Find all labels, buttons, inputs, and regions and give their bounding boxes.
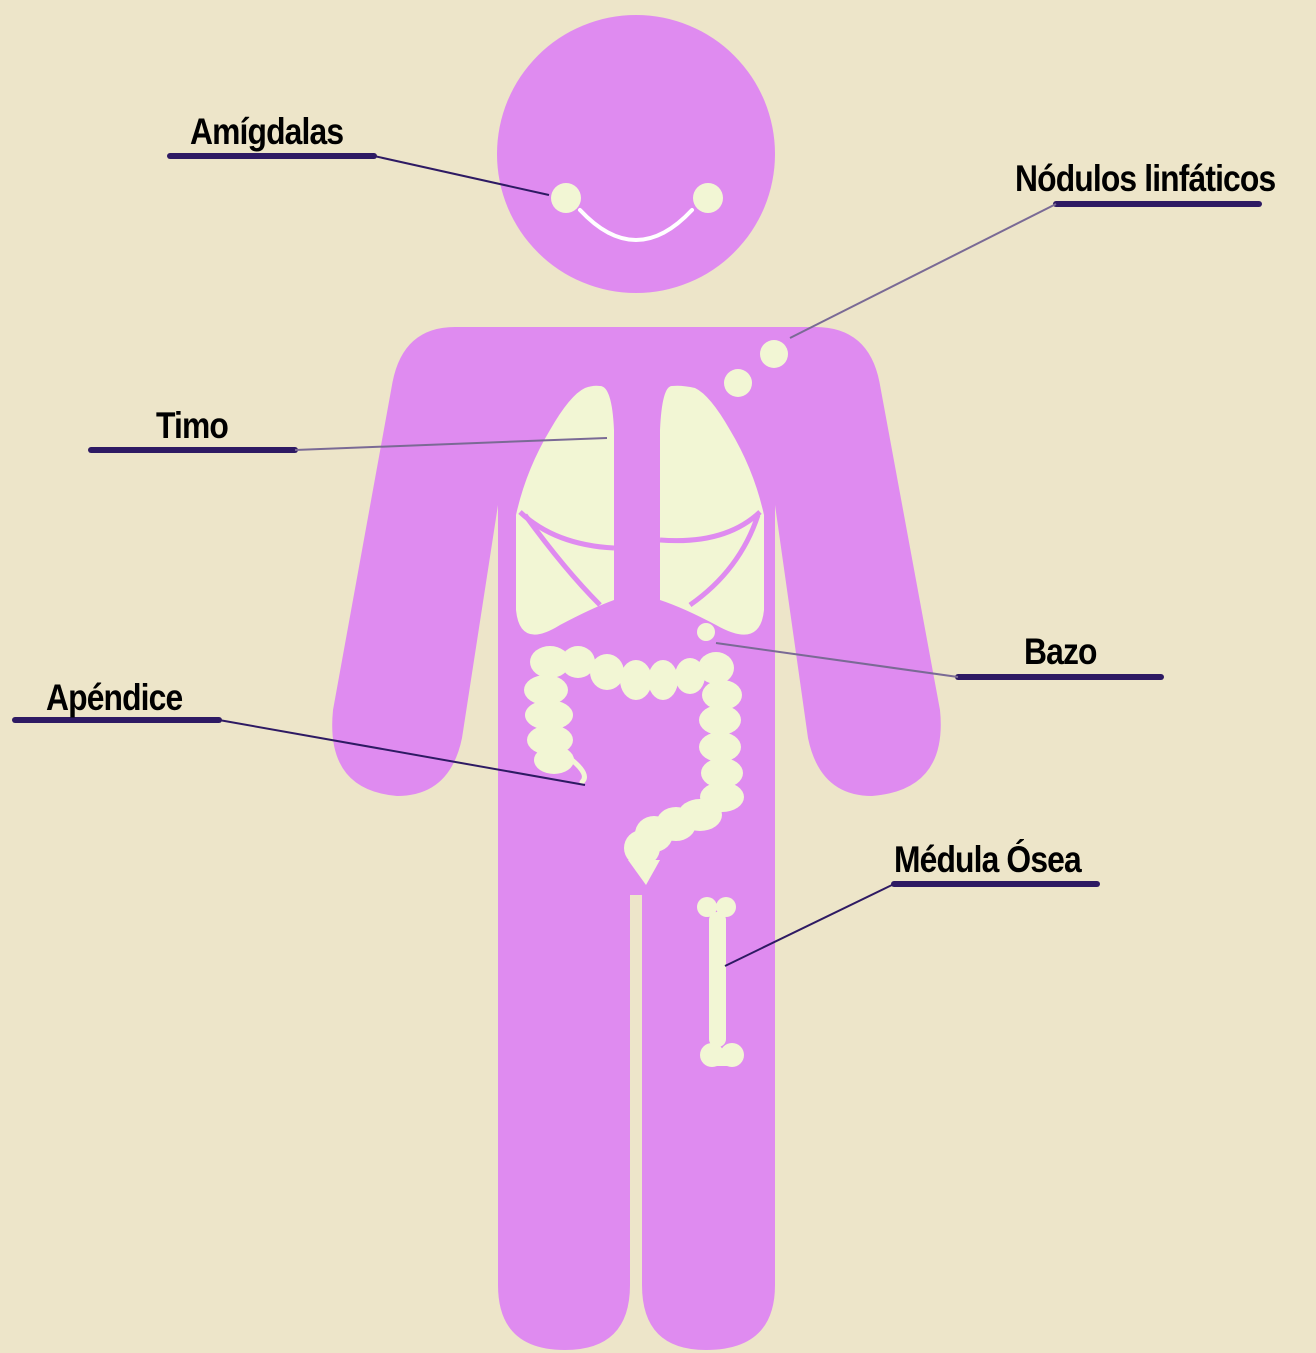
lymph-node-1	[760, 340, 788, 368]
label-medula-osea: Médula Ósea	[894, 841, 1081, 878]
label-amigdalas: Amígdalas	[190, 113, 343, 150]
label-nodulos-linfaticos: Nódulos linfáticos	[1015, 160, 1275, 197]
label-bazo: Bazo	[1024, 633, 1097, 670]
lymph-node-2	[724, 369, 752, 397]
label-apendice: Apéndice	[46, 679, 182, 716]
label-timo: Timo	[156, 407, 228, 444]
head	[497, 15, 775, 293]
left-tonsil	[551, 183, 581, 213]
spleen	[697, 623, 715, 641]
right-tonsil	[693, 183, 723, 213]
